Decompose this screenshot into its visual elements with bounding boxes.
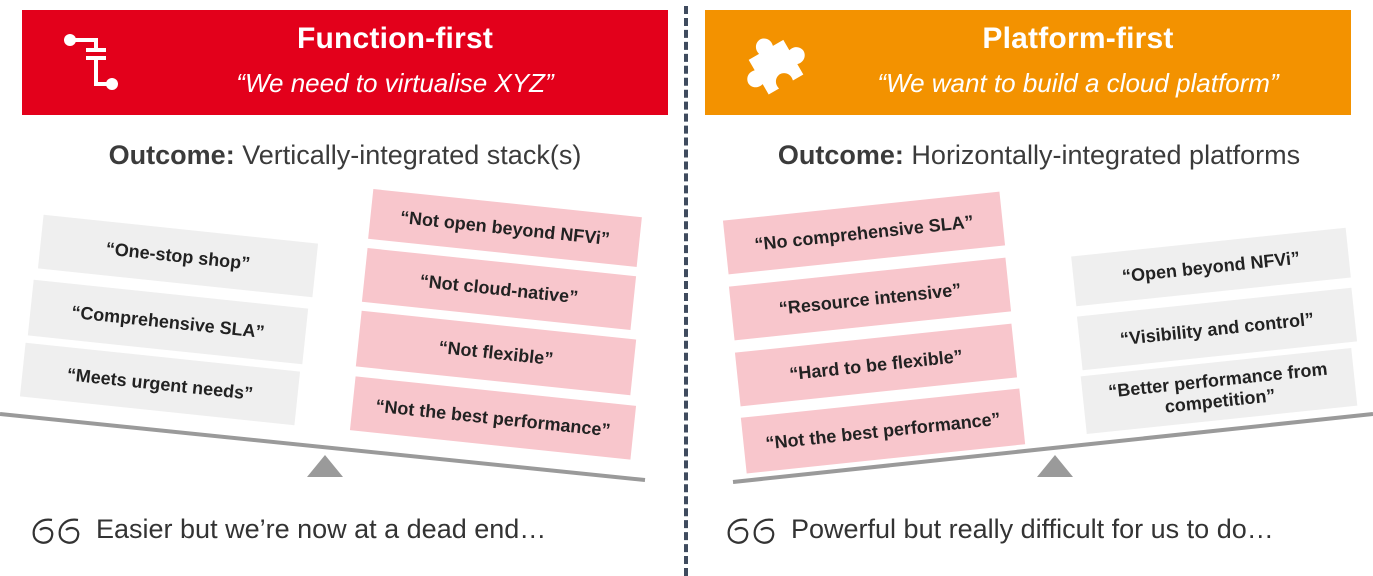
banner-quote: “We want to build a cloud platform” [877, 68, 1279, 98]
quote-mark-icon [727, 518, 775, 544]
outcome-statement: Outcome: Vertically-integrated stack(s) [22, 140, 668, 171]
function-first-banner: Function-first “We need to virtualise XY… [22, 10, 668, 115]
banner-title: Platform-first [982, 22, 1174, 55]
balance-scale [732, 412, 1373, 484]
con-text: “Not the best performance” [374, 395, 612, 440]
outcome-label: Outcome: [108, 140, 235, 170]
platform-first-panel: Platform-first “We want to build a cloud… [705, 0, 1373, 576]
con-text: “Hard to be flexible” [788, 345, 964, 384]
branch-flow-icon [64, 34, 118, 90]
outcome-text: Vertically-integrated stack(s) [234, 140, 582, 170]
panel-divider [684, 6, 688, 576]
con-text: “Not flexible” [437, 336, 555, 369]
pro-text: “Comprehensive SLA” [70, 301, 266, 342]
function-first-panel: Function-first “We need to virtualise XY… [0, 0, 668, 576]
con-text: “Resource intensive” [777, 279, 963, 319]
scale-fulcrum [307, 455, 343, 477]
verdict-text: Powerful but really difficult for us to … [791, 514, 1274, 545]
pro-text: “One-stop shop” [104, 238, 252, 274]
outcome-statement: Outcome: Horizontally-integrated platfor… [705, 140, 1373, 171]
verdict-quote: Easier but we’re now at a dead end… [30, 514, 546, 548]
quote-mark-icon [32, 518, 80, 544]
scale-beam [732, 412, 1373, 484]
con-text: “Not the best performance” [764, 408, 1002, 453]
puzzle-piece-icon [747, 38, 805, 95]
verdict-quote: Powerful but really difficult for us to … [725, 514, 1274, 548]
con-text: “Not open beyond NFVi” [399, 206, 611, 249]
platform-first-banner: Platform-first “We want to build a cloud… [705, 10, 1351, 115]
verdict-text: Easier but we’re now at a dead end… [96, 514, 547, 545]
con-text: “No comprehensive SLA” [753, 211, 975, 255]
scale-beam [0, 412, 646, 482]
banner-quote: “We need to virtualise XYZ” [236, 68, 554, 98]
outcome-label: Outcome: [777, 140, 904, 170]
outcome-text: Horizontally-integrated platforms [903, 140, 1301, 170]
pro-text: “Visibility and control” [1119, 308, 1315, 349]
banner-title: Function-first [296, 22, 494, 55]
scale-fulcrum [1037, 455, 1073, 477]
pro-text: “Open beyond NFVi” [1121, 247, 1301, 286]
pro-text: “Meets urgent needs” [65, 363, 255, 404]
con-text: “Not cloud-native” [418, 270, 580, 307]
balance-scale [0, 412, 646, 482]
